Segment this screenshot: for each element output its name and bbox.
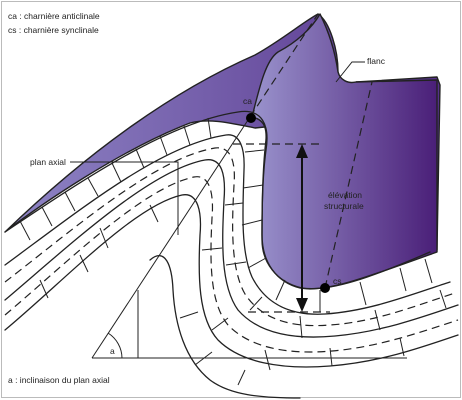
bedding-dash-2 <box>4 176 459 353</box>
flanc-label: flanc <box>367 56 386 66</box>
flanc-leader-line <box>335 61 365 83</box>
plan-axial-leader-line <box>70 161 179 235</box>
elevation-label-line2: structurale <box>324 201 364 211</box>
footer-note: a : inclinaison du plan axial <box>8 375 110 385</box>
anticline-hinge-point <box>246 113 256 123</box>
plan-axial-label: plan axial <box>30 157 66 167</box>
bed-boundary-1 <box>4 110 431 290</box>
bed-boundary-5 <box>149 255 301 399</box>
elevation-arrow-down-head <box>296 298 308 312</box>
anticline-hinge-trace <box>249 13 319 118</box>
elevation-label-line1: élévation <box>328 190 362 200</box>
cs-label: cs <box>333 276 342 286</box>
axial-plane-line <box>91 116 251 359</box>
angle-a-label: a <box>110 346 115 356</box>
bed-boundary-2 <box>4 134 451 315</box>
bed-tick-marks <box>19 117 447 386</box>
bed-boundary-3 <box>4 159 459 338</box>
angle-arc <box>107 332 123 359</box>
legend-ca: ca : charnière anticlinale <box>8 11 100 21</box>
ca-label: ca <box>243 96 252 106</box>
bed-boundary-4 <box>4 194 459 368</box>
elevation-arrow-up-head <box>296 144 308 158</box>
syncline-hinge-point <box>320 283 330 293</box>
flank-surface <box>251 13 438 290</box>
bedding-dash-1 <box>4 147 456 327</box>
legend-cs: cs : charnière synclinale <box>8 25 99 35</box>
syncline-hinge-trace <box>324 81 373 289</box>
